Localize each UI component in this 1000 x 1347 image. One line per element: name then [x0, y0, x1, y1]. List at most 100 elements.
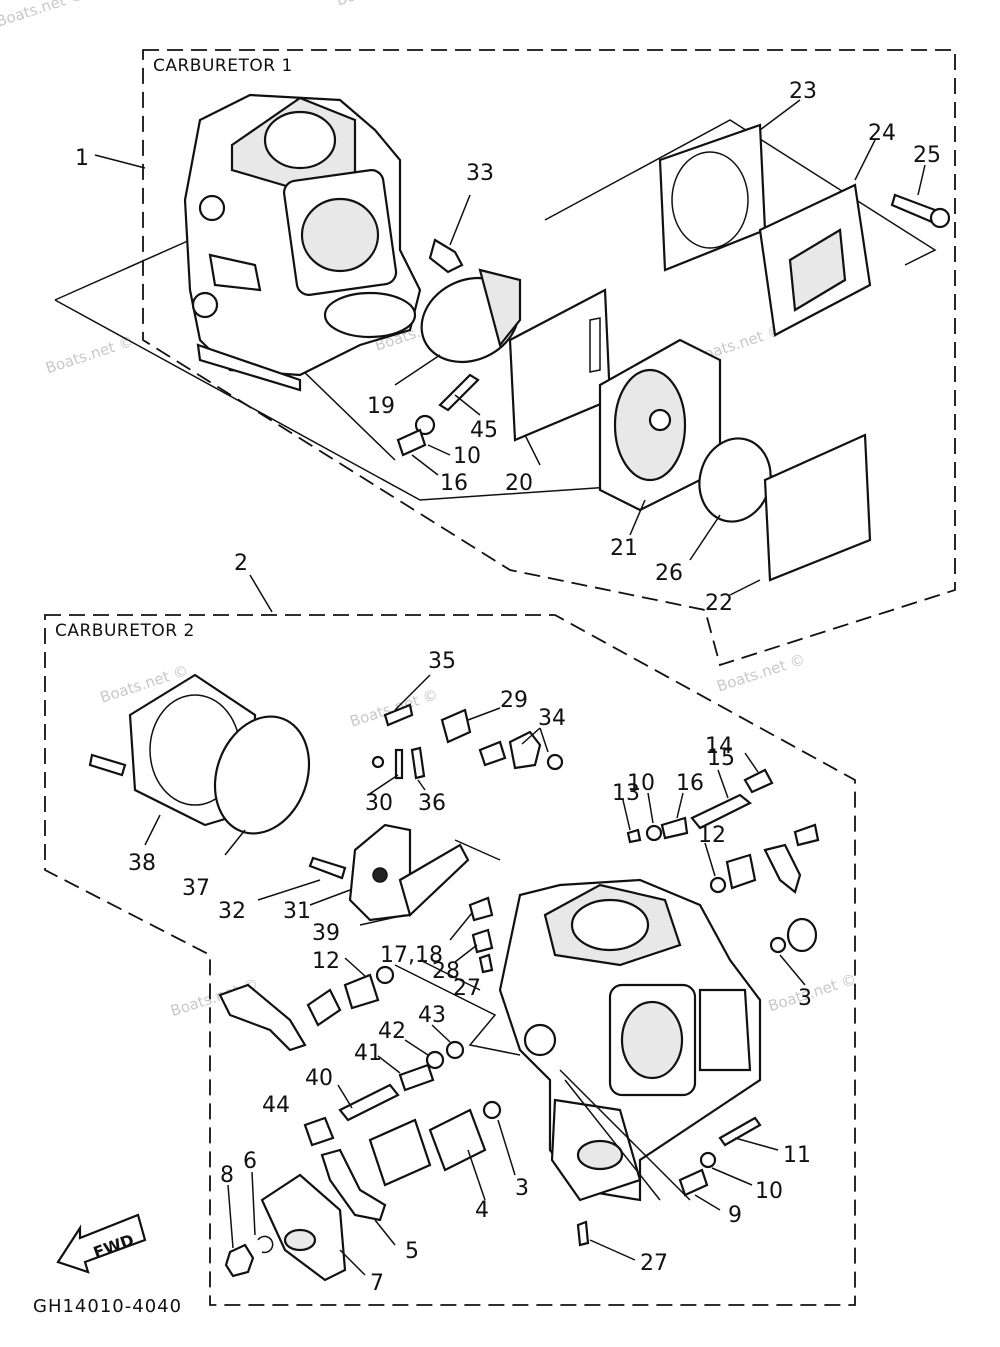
- callout-2-leader: [249, 574, 273, 613]
- spring-41: [398, 1063, 435, 1092]
- bolt-38: [88, 753, 127, 777]
- washer-10b: [645, 824, 663, 842]
- screw-36: [410, 746, 426, 780]
- washer-3b: [482, 1100, 502, 1120]
- carburetor-1-callouts: 1 33 23 24 25 19 45 10 16 20 21 26 22: [75, 79, 941, 616]
- section-title-carburetor-1: CARBURETOR 1: [153, 56, 293, 76]
- callout-44: 44: [262, 1093, 290, 1118]
- washer-3a: [769, 936, 787, 954]
- bolt-32: [308, 856, 347, 880]
- callout-16: 16: [440, 471, 468, 496]
- callout-27: 27: [453, 976, 481, 1001]
- callout-11: 11: [783, 1143, 811, 1168]
- carburetor-2-body: [498, 878, 762, 1202]
- sleeve: [725, 853, 757, 890]
- sleeve-12: [343, 973, 380, 1010]
- callout-16: 16: [676, 771, 704, 796]
- callout-41: 41: [354, 1041, 382, 1066]
- plate-7: [260, 1173, 347, 1282]
- diagram-code: GH14010-4040: [33, 1296, 182, 1317]
- cap-15: [743, 768, 774, 794]
- callout-29: 29: [500, 688, 528, 713]
- spring-16: [396, 428, 427, 457]
- callout-39: 39: [312, 921, 340, 946]
- callout-26: 26: [655, 561, 683, 586]
- carburetor-2-outline: [44, 614, 856, 1306]
- watermark-layer: Boats.net © Boats.net © Boats.net © Boat…: [0, 0, 859, 1020]
- nut-8: [224, 1243, 255, 1278]
- holder-34: [508, 730, 542, 770]
- oring-43: [445, 1040, 465, 1060]
- watermark: Boats.net ©: [766, 970, 859, 1015]
- gasket-20: [508, 288, 612, 466]
- callout-2: 2: [234, 551, 248, 576]
- oring-34: [546, 753, 564, 771]
- callout-13: 13: [612, 781, 640, 806]
- jet-34: [478, 740, 507, 767]
- watermark: Boats.net ©: [348, 685, 441, 730]
- bushing-3a: [786, 917, 818, 953]
- callout-21: 21: [610, 536, 638, 561]
- gasket-39: [359, 843, 470, 926]
- callout-40: 40: [305, 1066, 333, 1091]
- carburetor-1-outline: [142, 49, 956, 667]
- spring-lever: [306, 988, 342, 1027]
- screw-28: [471, 928, 494, 954]
- screw-27b: [576, 1220, 590, 1247]
- bracket: [763, 843, 802, 894]
- callout-30: 30: [365, 791, 393, 816]
- screw-30: [371, 755, 385, 769]
- oring-13: [626, 828, 642, 844]
- callout-6: 6: [243, 1149, 257, 1174]
- watermark: Boats.net ©: [334, 0, 427, 10]
- screw-35: [383, 703, 414, 727]
- callout-22: 22: [705, 591, 733, 616]
- cap-44: [303, 1116, 335, 1147]
- diaphragm-19-cover: [478, 268, 522, 348]
- callout-20: 20: [505, 471, 533, 496]
- callout-42: 42: [378, 1019, 406, 1044]
- shaft-4: [428, 1108, 487, 1172]
- carburetor-2-callouts: 35 29 34 15 14 16 10 13 12 30 36 38 37 3…: [128, 649, 812, 1296]
- plug-17: [468, 896, 494, 922]
- nut: [793, 823, 820, 847]
- callout-45: 45: [470, 418, 498, 443]
- callout-15: 15: [707, 746, 735, 771]
- cover-24: [758, 139, 876, 337]
- bolt-25: [890, 164, 951, 229]
- callout-32: 32: [218, 899, 246, 924]
- callout-25: 25: [913, 143, 941, 168]
- callout-43: 43: [418, 1003, 446, 1028]
- washer-42: [425, 1050, 445, 1070]
- screw-40: [338, 1083, 400, 1122]
- callout-1: 1: [75, 146, 89, 171]
- callout-17-18: 17,18: [380, 943, 443, 968]
- callout-8: 8: [220, 1163, 234, 1188]
- spring-9: [678, 1168, 709, 1197]
- callout-12: 12: [312, 949, 340, 974]
- callout-5: 5: [405, 1239, 419, 1264]
- watermark: Boats.net ©: [715, 650, 808, 695]
- pump-body-21: [598, 338, 722, 536]
- callout-31: 31: [283, 899, 311, 924]
- screw-14: [690, 793, 753, 830]
- callout-3: 3: [798, 986, 812, 1011]
- callout-24: 24: [868, 121, 896, 146]
- assembly-plane: [54, 119, 937, 501]
- callout-10: 10: [755, 1179, 783, 1204]
- washer-12b: [375, 965, 395, 985]
- spring-16b: [660, 816, 689, 840]
- diaphragm-37: [213, 715, 311, 835]
- callout-14: 14: [705, 734, 733, 759]
- washer-12: [709, 876, 727, 894]
- callout-23: 23: [789, 79, 817, 104]
- section-title-carburetor-2: CARBURETOR 2: [55, 621, 195, 641]
- callout-9: 9: [728, 1203, 742, 1228]
- throttle-lever: [218, 983, 307, 1052]
- callout-19: 19: [367, 394, 395, 419]
- bolt-33: [428, 194, 471, 274]
- callout-27: 27: [640, 1251, 668, 1276]
- callout-10: 10: [627, 771, 655, 796]
